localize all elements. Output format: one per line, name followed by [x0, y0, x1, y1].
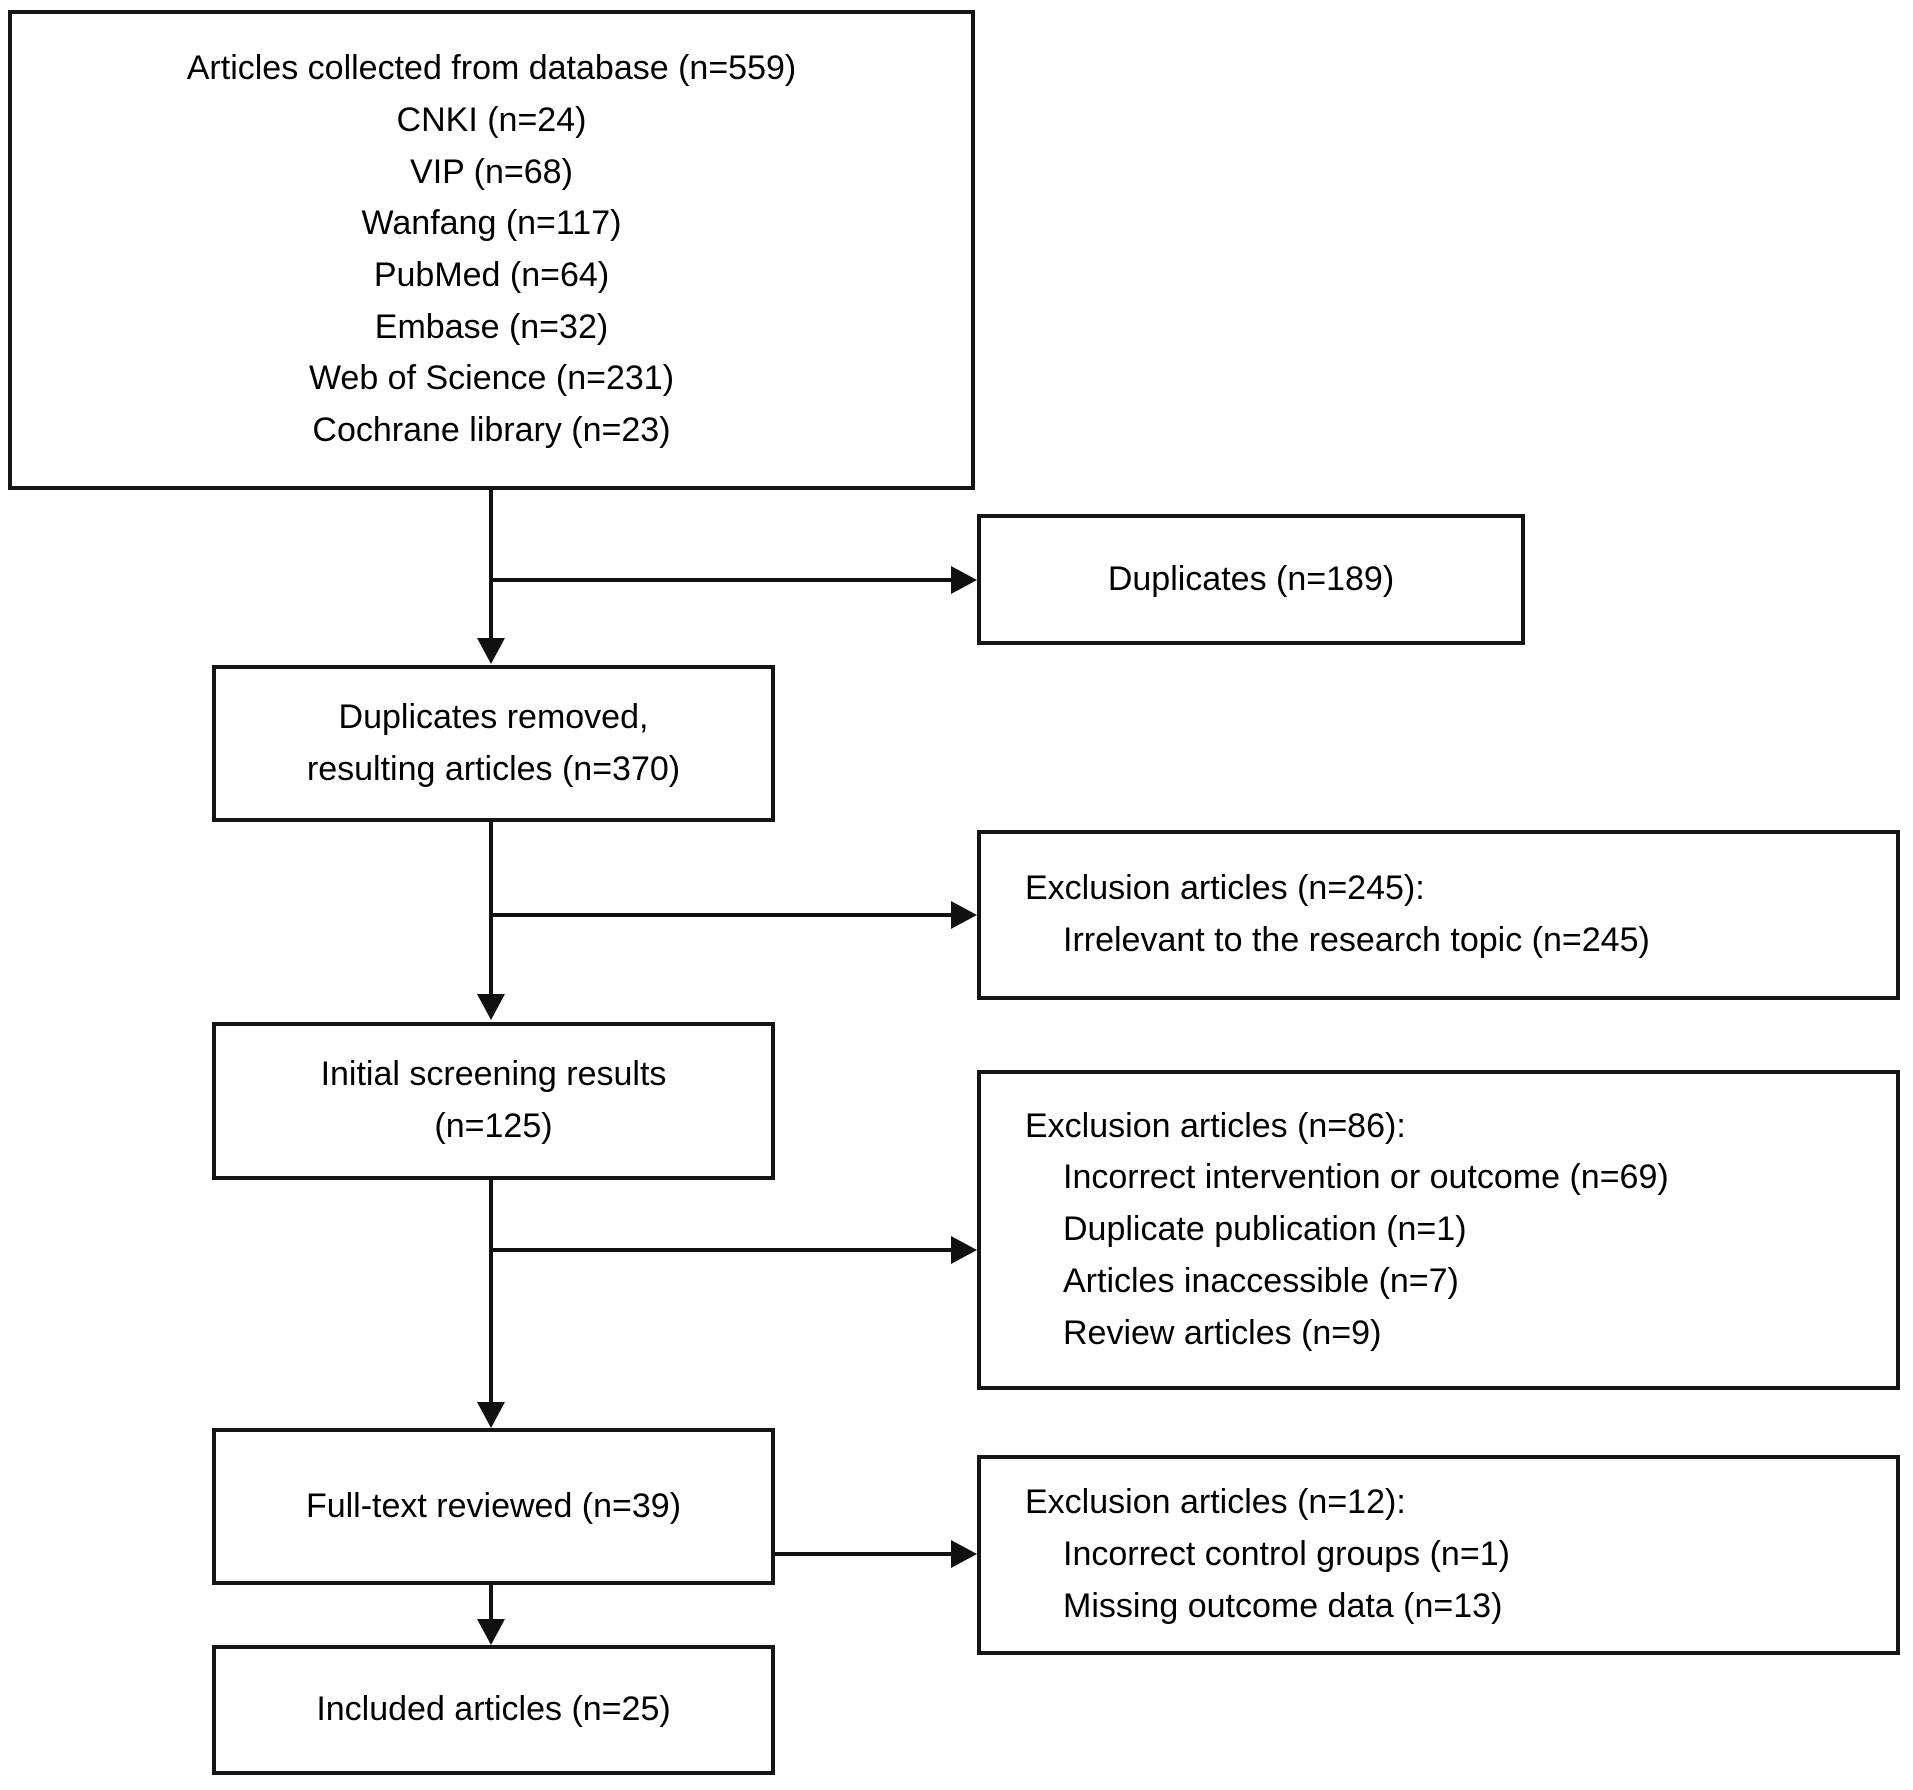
included-articles-line-1: Included articles (n=25) [316, 1690, 671, 1729]
initial-screening-box: Initial screening results (n=125) [212, 1022, 775, 1180]
duplicates-removed-text: Duplicates removed, resulting articles (n… [307, 692, 680, 795]
connector-to-duplicates [491, 578, 953, 582]
exclusion-245-box: Exclusion articles (n=245): Irrelevant to… [977, 830, 1900, 1000]
initial-screening-text: Initial screening results (n=125) [321, 1049, 667, 1152]
included-articles-text: Included articles (n=25) [316, 1684, 670, 1736]
exclusion-245-line-1: Exclusion articles (n=245): [1025, 869, 1425, 908]
articles-collected-box: Articles collected from database (n=559)… [8, 10, 975, 490]
articles-collected-line-1: Articles collected from database (n=559) [186, 49, 797, 88]
connector-fulltext-to-included [489, 1585, 493, 1621]
arrowhead-down-to-fulltext [477, 1402, 505, 1428]
connector-identification-to-dupremoved [489, 490, 493, 638]
exclusion-12-line-2: Incorrect control groups (n=1) [1063, 1535, 1510, 1574]
duplicates-line-1: Duplicates (n=189) [1107, 559, 1395, 598]
exclusion-12-line-3: Missing outcome data (n=13) [1063, 1586, 1503, 1625]
full-text-reviewed-line-1: Full-text reviewed (n=39) [305, 1486, 682, 1525]
articles-collected-line-7: Web of Science (n=231) [308, 359, 675, 398]
exclusion-86-line-5: Review articles (n=9) [1063, 1313, 1382, 1352]
connector-dupremoved-to-screening [489, 822, 493, 994]
arrowhead-right-to-exclusion-245 [951, 901, 977, 929]
duplicates-removed-line-2: resulting articles (n=370) [306, 749, 681, 788]
duplicates-box: Duplicates (n=189) [977, 514, 1525, 645]
initial-screening-line-2: (n=125) [434, 1107, 553, 1145]
connector-screening-to-fulltext [489, 1180, 493, 1402]
exclusion-245-text: Exclusion articles (n=245): Irrelevant to… [981, 863, 1650, 966]
articles-collected-line-6: Embase (n=32) [374, 307, 609, 346]
arrowhead-down-to-included [477, 1619, 505, 1645]
exclusion-86-line-2: Incorrect intervention or outcome (n=69) [1063, 1158, 1669, 1197]
arrowhead-right-to-duplicates [951, 566, 977, 594]
articles-collected-line-4: Wanfang (n=117) [361, 204, 622, 243]
articles-collected-line-3: VIP (n=68) [410, 152, 573, 191]
exclusion-86-line-1: Exclusion articles (n=86): [1025, 1106, 1406, 1145]
full-text-reviewed-text: Full-text reviewed (n=39) [306, 1481, 681, 1533]
arrowhead-down-to-screening [477, 994, 505, 1020]
exclusion-12-line-1: Exclusion articles (n=12): [1025, 1483, 1406, 1522]
exclusion-86-box: Exclusion articles (n=86): Incorrect inte… [977, 1070, 1900, 1390]
articles-collected-line-2: CNKI (n=24) [396, 100, 587, 139]
full-text-reviewed-box: Full-text reviewed (n=39) [212, 1428, 775, 1585]
arrowhead-down-to-dupremoved [477, 638, 505, 664]
initial-screening-line-1: Initial screening results [320, 1055, 667, 1094]
exclusion-12-text: Exclusion articles (n=12): Incorrect cont… [981, 1477, 1510, 1632]
exclusion-86-line-4: Articles inaccessible (n=7) [1063, 1261, 1459, 1300]
articles-collected-line-5: PubMed (n=64) [373, 256, 610, 294]
included-articles-box: Included articles (n=25) [212, 1645, 775, 1775]
articles-collected-line-8: Cochrane library (n=23) [312, 411, 671, 450]
duplicates-text: Duplicates (n=189) [1108, 554, 1394, 606]
exclusion-86-line-3: Duplicate publication (n=1) [1063, 1210, 1467, 1249]
arrowhead-right-to-exclusion-86 [951, 1236, 977, 1264]
exclusion-245-line-2: Irrelevant to the research topic (n=245) [1063, 921, 1650, 959]
duplicates-removed-box: Duplicates removed, resulting articles (n… [212, 665, 775, 822]
articles-collected-text: Articles collected from database (n=559)… [187, 43, 796, 456]
connector-to-exclusion-245 [491, 913, 953, 917]
arrowhead-right-to-exclusion-12 [951, 1540, 977, 1568]
exclusion-86-text: Exclusion articles (n=86): Incorrect inte… [981, 1101, 1669, 1359]
exclusion-12-box: Exclusion articles (n=12): Incorrect cont… [977, 1455, 1900, 1655]
duplicates-removed-line-1: Duplicates removed, [338, 697, 649, 736]
connector-to-exclusion-86 [491, 1248, 953, 1252]
